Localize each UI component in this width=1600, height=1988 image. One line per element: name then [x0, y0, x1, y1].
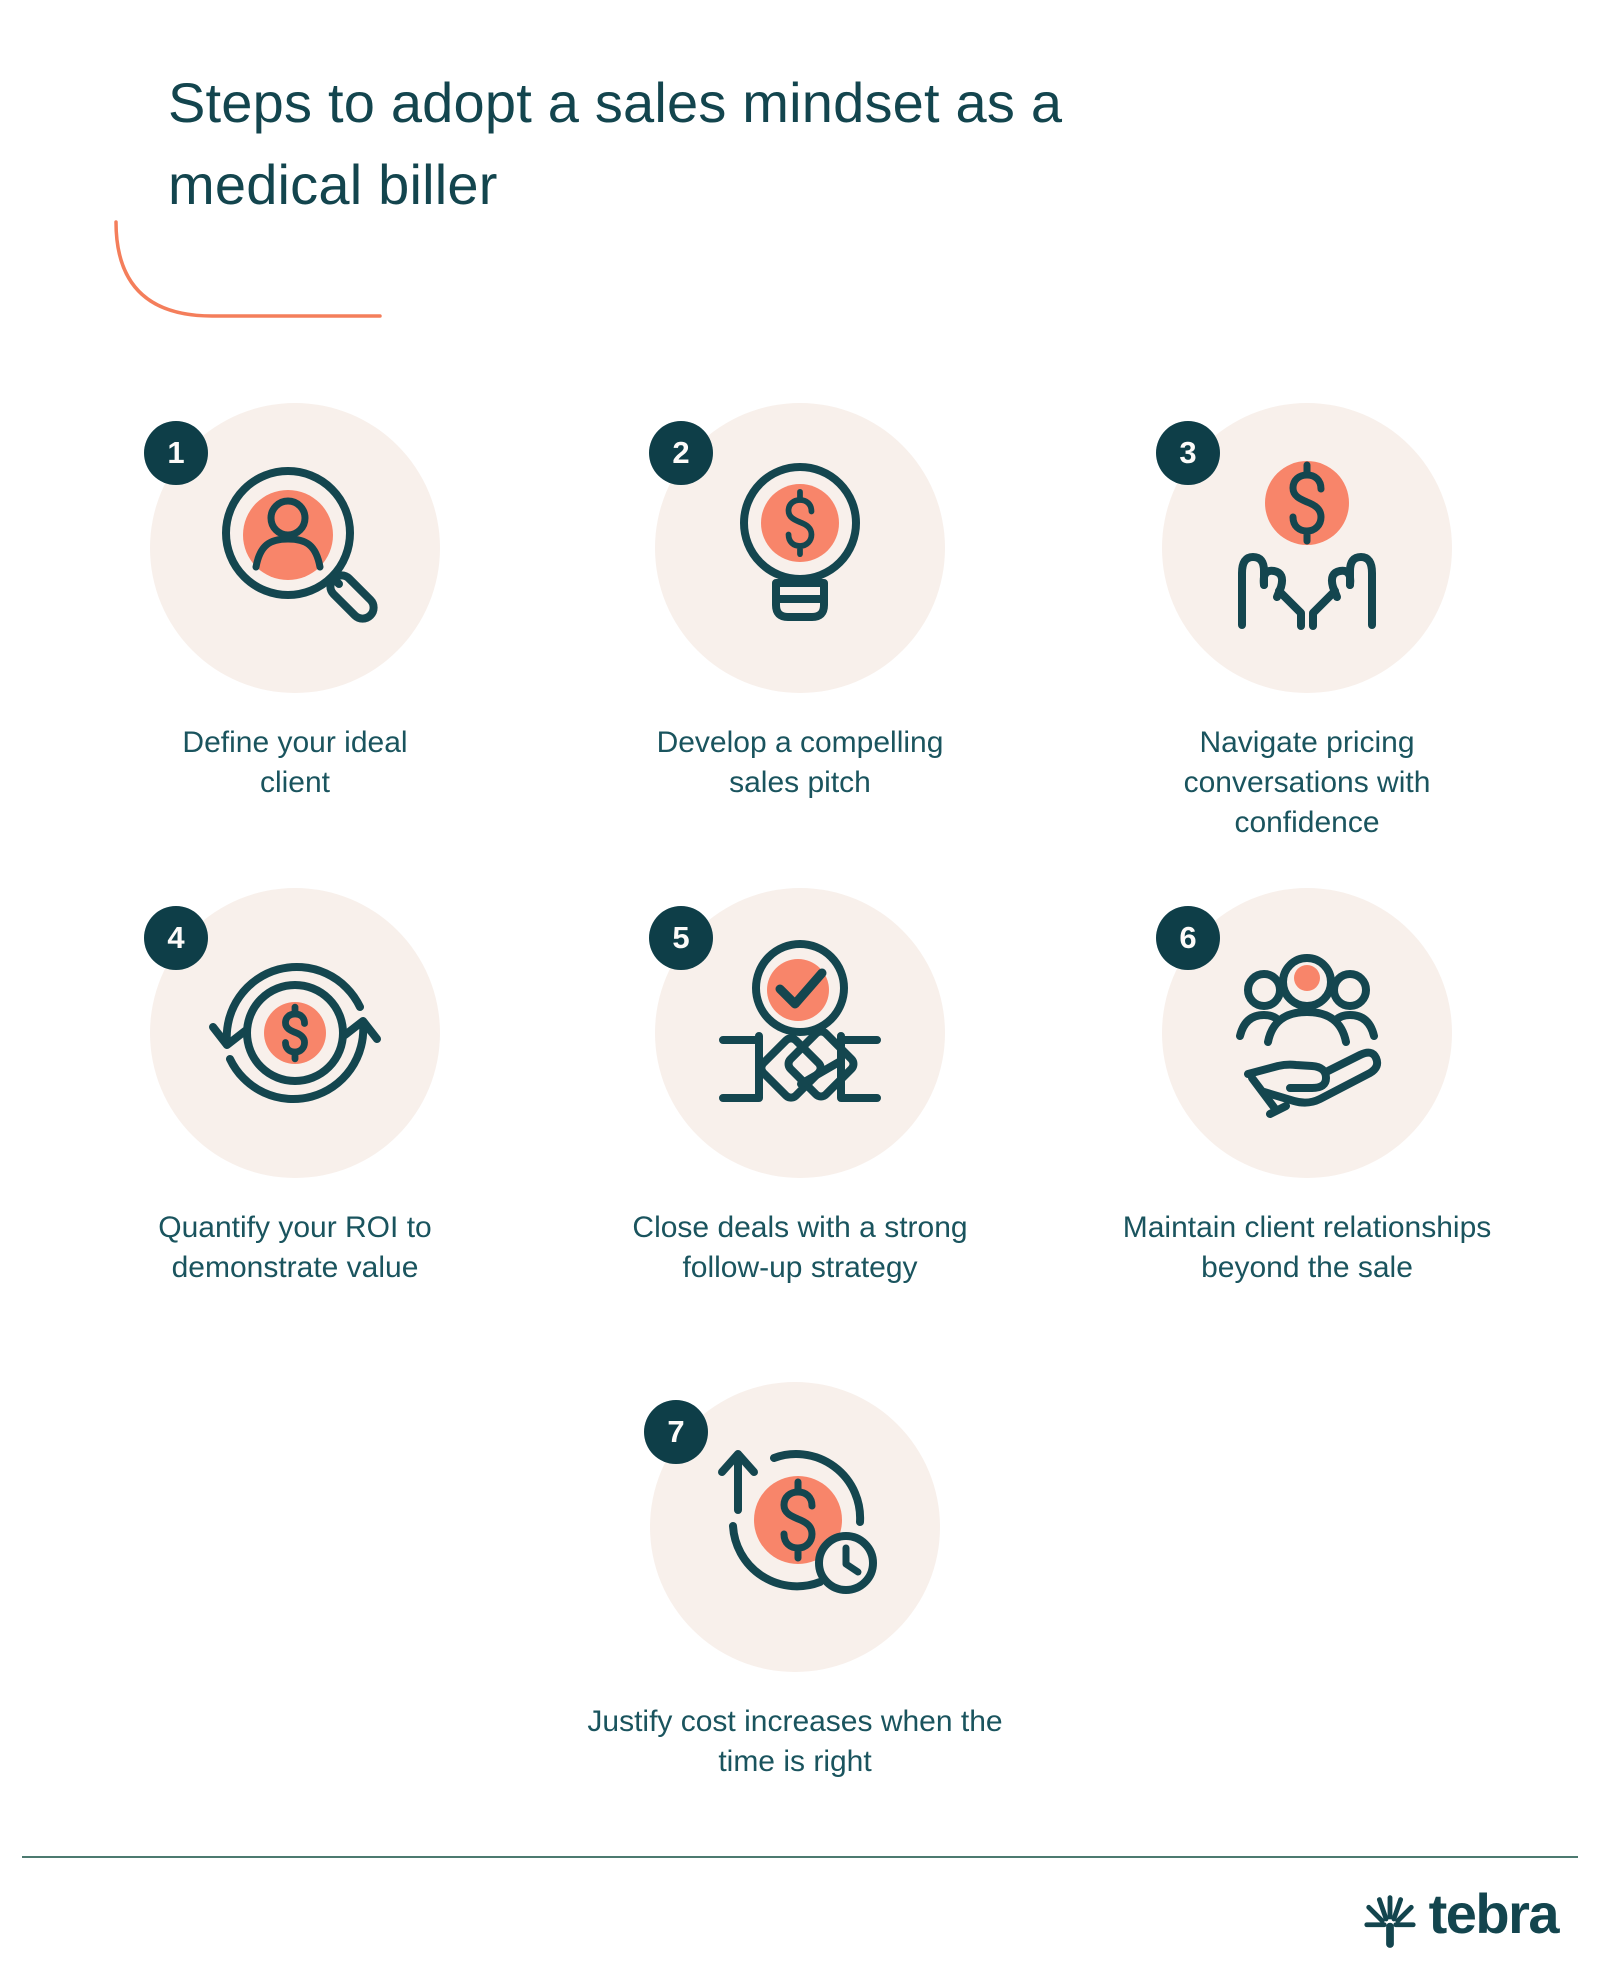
step-circle: 1: [144, 403, 440, 693]
step-circle: 3: [1156, 403, 1452, 693]
step-caption: Navigate pricing conversations with conf…: [1183, 726, 1431, 839]
step-caption: Maintain client relationships beyond the…: [1122, 1211, 1492, 1284]
magnifier-user-icon: [222, 467, 378, 623]
step-4: 4 Quantify your ROI to demonstrate value: [55, 888, 535, 1288]
step-number-badge: 5: [649, 906, 713, 970]
step-caption: Justify cost increases when the time is …: [587, 1705, 1003, 1778]
step-number: 4: [167, 920, 185, 955]
step-3: 3 Navigate pricing conversatio: [1067, 403, 1547, 843]
step-caption: Define your ideal client: [182, 726, 408, 799]
step-caption: Close deals with a strong follow-up stra…: [632, 1211, 968, 1284]
hands-dollar-icon: [1238, 461, 1376, 630]
tebra-tree-icon: [1363, 1895, 1416, 1948]
lightbulb-dollar-icon: [740, 463, 860, 621]
step-circle: 7: [644, 1382, 940, 1672]
tebra-wordmark: tebra: [1428, 1882, 1560, 1945]
step-number: 7: [667, 1414, 685, 1449]
footer-divider: [22, 1856, 1578, 1858]
step-5: 5 Close deals with a strong follow-up st…: [560, 888, 1040, 1288]
step-number-badge: 3: [1156, 421, 1220, 485]
page-title: Steps to adopt a sales mindset as a medi…: [168, 71, 1063, 216]
step-circle: 5: [649, 888, 945, 1178]
step-number: 6: [1179, 920, 1197, 955]
step-circle: 2: [649, 403, 945, 693]
dollar-increase-time-icon: [718, 1450, 877, 1594]
step-number-badge: 4: [144, 906, 208, 970]
step-circle: 4: [144, 888, 440, 1178]
clients-care-icon: [1236, 954, 1382, 1118]
step-number: 5: [672, 920, 690, 955]
step-number-badge: 7: [644, 1400, 708, 1464]
step-number-badge: 2: [649, 421, 713, 485]
tebra-logo: tebra: [1361, 1882, 1560, 1948]
step-caption: Quantify your ROI to demonstrate value: [158, 1211, 432, 1284]
step-2: 2 Develop a compelling sales pitch: [560, 403, 1040, 803]
step-7: 7 Justify cost increases when the time i…: [555, 1382, 1035, 1782]
step-number-badge: 6: [1156, 906, 1220, 970]
curve-decoration: [114, 220, 382, 318]
step-1: 1 Define your ideal client: [55, 403, 535, 803]
step-number-badge: 1: [144, 421, 208, 485]
step-number: 3: [1179, 435, 1197, 470]
step-caption: Develop a compelling sales pitch: [656, 726, 944, 799]
step-circle: 6: [1156, 888, 1452, 1178]
handshake-check-icon: [719, 940, 881, 1102]
step-number: 1: [167, 435, 185, 470]
dollar-cycle-icon: [209, 963, 381, 1103]
step-6: 6 Maintain client relationships beyond t…: [1067, 888, 1547, 1288]
step-number: 2: [672, 435, 690, 470]
